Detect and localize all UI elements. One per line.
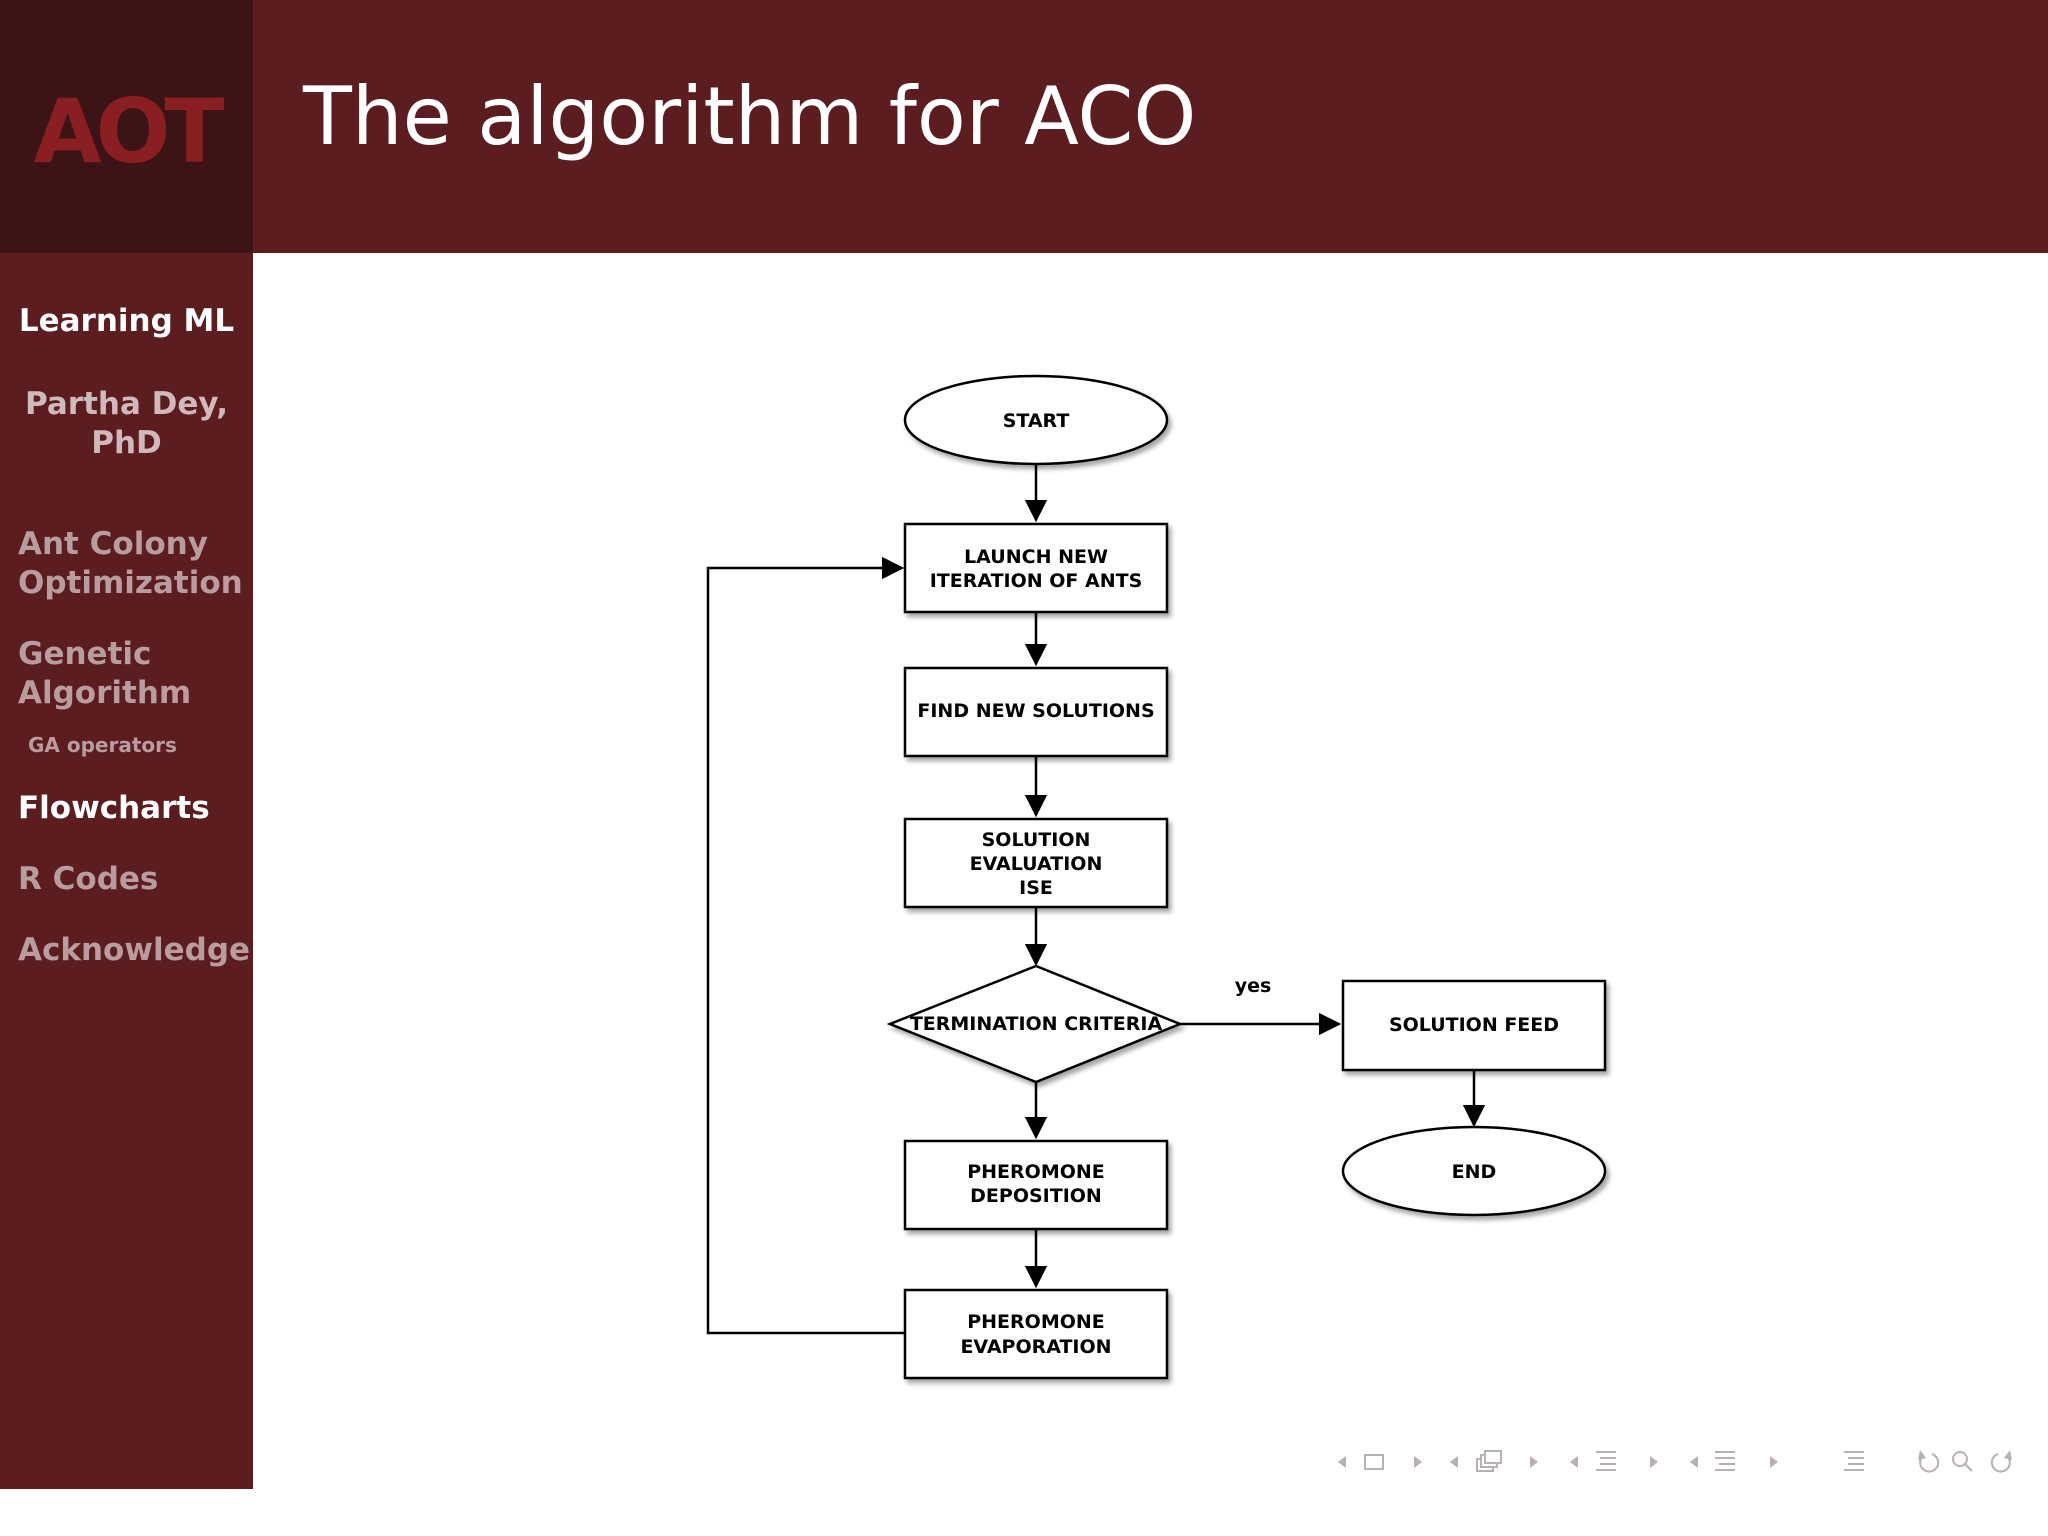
- deposit-label-line1: PHEROMONE: [967, 1161, 1105, 1183]
- author-line2: PhD: [91, 425, 162, 461]
- nav-next-icon[interactable]: [1530, 1456, 1538, 1468]
- nodes: [886, 374, 1607, 1380]
- section-icon[interactable]: [1596, 1451, 1616, 1471]
- aot-logo: AOT: [34, 80, 231, 183]
- decision-node: [886, 964, 1184, 1084]
- sidebar-item-label: Ant Colony: [18, 526, 208, 562]
- eval-label-line1: SOLUTION: [982, 829, 1091, 851]
- toc-icon[interactable]: [1715, 1451, 1735, 1471]
- slide-header: AOT The algorithm for ACO: [0, 0, 2048, 253]
- evap-label-line1: PHEROMONE: [967, 1311, 1105, 1333]
- end-label: END: [1452, 1161, 1497, 1183]
- subsection-icon[interactable]: [1476, 1450, 1502, 1472]
- find-label: FIND NEW SOLUTIONS: [917, 700, 1154, 722]
- frame-icon[interactable]: [1364, 1454, 1384, 1470]
- connectors: [706, 464, 1486, 1335]
- author-line1: Partha Dey,: [24, 386, 229, 422]
- sidebar-item-ga[interactable]: Genetic Algorithm: [18, 635, 248, 713]
- sidebar-item-label: Genetic: [18, 636, 152, 672]
- search-icon[interactable]: [1952, 1451, 1973, 1472]
- launch-label-line2: ITERATION OF ANTS: [930, 570, 1143, 592]
- aco-flowchart: START LAUNCH NEW ITERATION OF ANTS FIND …: [706, 374, 1607, 1380]
- logo-box: AOT: [0, 0, 253, 253]
- sidebar-title[interactable]: Learning ML: [18, 303, 235, 339]
- toc-icon[interactable]: [1844, 1451, 1864, 1471]
- redo-icon[interactable]: [1990, 1450, 2012, 1473]
- nav-next-icon[interactable]: [1414, 1456, 1422, 1468]
- feed-node: [1341, 979, 1607, 1072]
- navigation-bar: [1320, 1442, 2040, 1482]
- yes-label: yes: [1235, 975, 1272, 997]
- nav-prev-icon[interactable]: [1338, 1456, 1346, 1468]
- deposit-label-line2: DEPOSITION: [970, 1185, 1102, 1207]
- nav-next-icon[interactable]: [1650, 1456, 1658, 1468]
- sidebar: Learning ML Partha Dey, PhD Ant Colony O…: [0, 253, 253, 1489]
- undo-icon[interactable]: [1918, 1450, 1940, 1473]
- evap-node: [903, 1288, 1169, 1380]
- feed-label: SOLUTION FEED: [1389, 1014, 1559, 1036]
- evap-label-line2: EVAPORATION: [960, 1336, 1111, 1358]
- start-label: START: [1003, 410, 1070, 432]
- launch-node: [903, 522, 1169, 614]
- arrow-loop-back: [706, 556, 905, 1335]
- logo-text: AOT: [34, 80, 225, 183]
- sidebar-item-acknowledge[interactable]: Acknowledge: [18, 932, 251, 968]
- node-labels: START LAUNCH NEW ITERATION OF ANTS FIND …: [910, 410, 1559, 1358]
- sidebar-item-flowcharts[interactable]: Flowcharts: [18, 790, 210, 826]
- nav-prev-icon[interactable]: [1690, 1456, 1698, 1468]
- launch-label-line1: LAUNCH NEW: [964, 546, 1108, 568]
- slide-title: The algorithm for ACO: [303, 70, 1197, 163]
- find-node: [903, 666, 1169, 758]
- nav-prev-icon[interactable]: [1450, 1456, 1458, 1468]
- sidebar-item-r-codes[interactable]: R Codes: [18, 861, 159, 897]
- nav-prev-icon[interactable]: [1570, 1456, 1578, 1468]
- sidebar-item-label: Algorithm: [18, 675, 192, 711]
- eval-label-line2: EVALUATION: [970, 853, 1103, 875]
- sidebar-item-label: Optimization: [18, 565, 243, 601]
- decision-label: TERMINATION CRITERIA: [910, 1013, 1163, 1035]
- deposit-node: [903, 1139, 1169, 1231]
- end-node: [1341, 1125, 1607, 1217]
- eval-label-line3: ISE: [1019, 877, 1053, 899]
- start-node: [903, 374, 1169, 466]
- eval-node: [903, 817, 1169, 909]
- sidebar-author[interactable]: Partha Dey, PhD: [0, 385, 253, 463]
- sidebar-subitem-ga-operators[interactable]: GA operators: [28, 733, 177, 757]
- nav-next-icon[interactable]: [1770, 1456, 1778, 1468]
- sidebar-item-aco[interactable]: Ant Colony Optimization: [18, 525, 248, 603]
